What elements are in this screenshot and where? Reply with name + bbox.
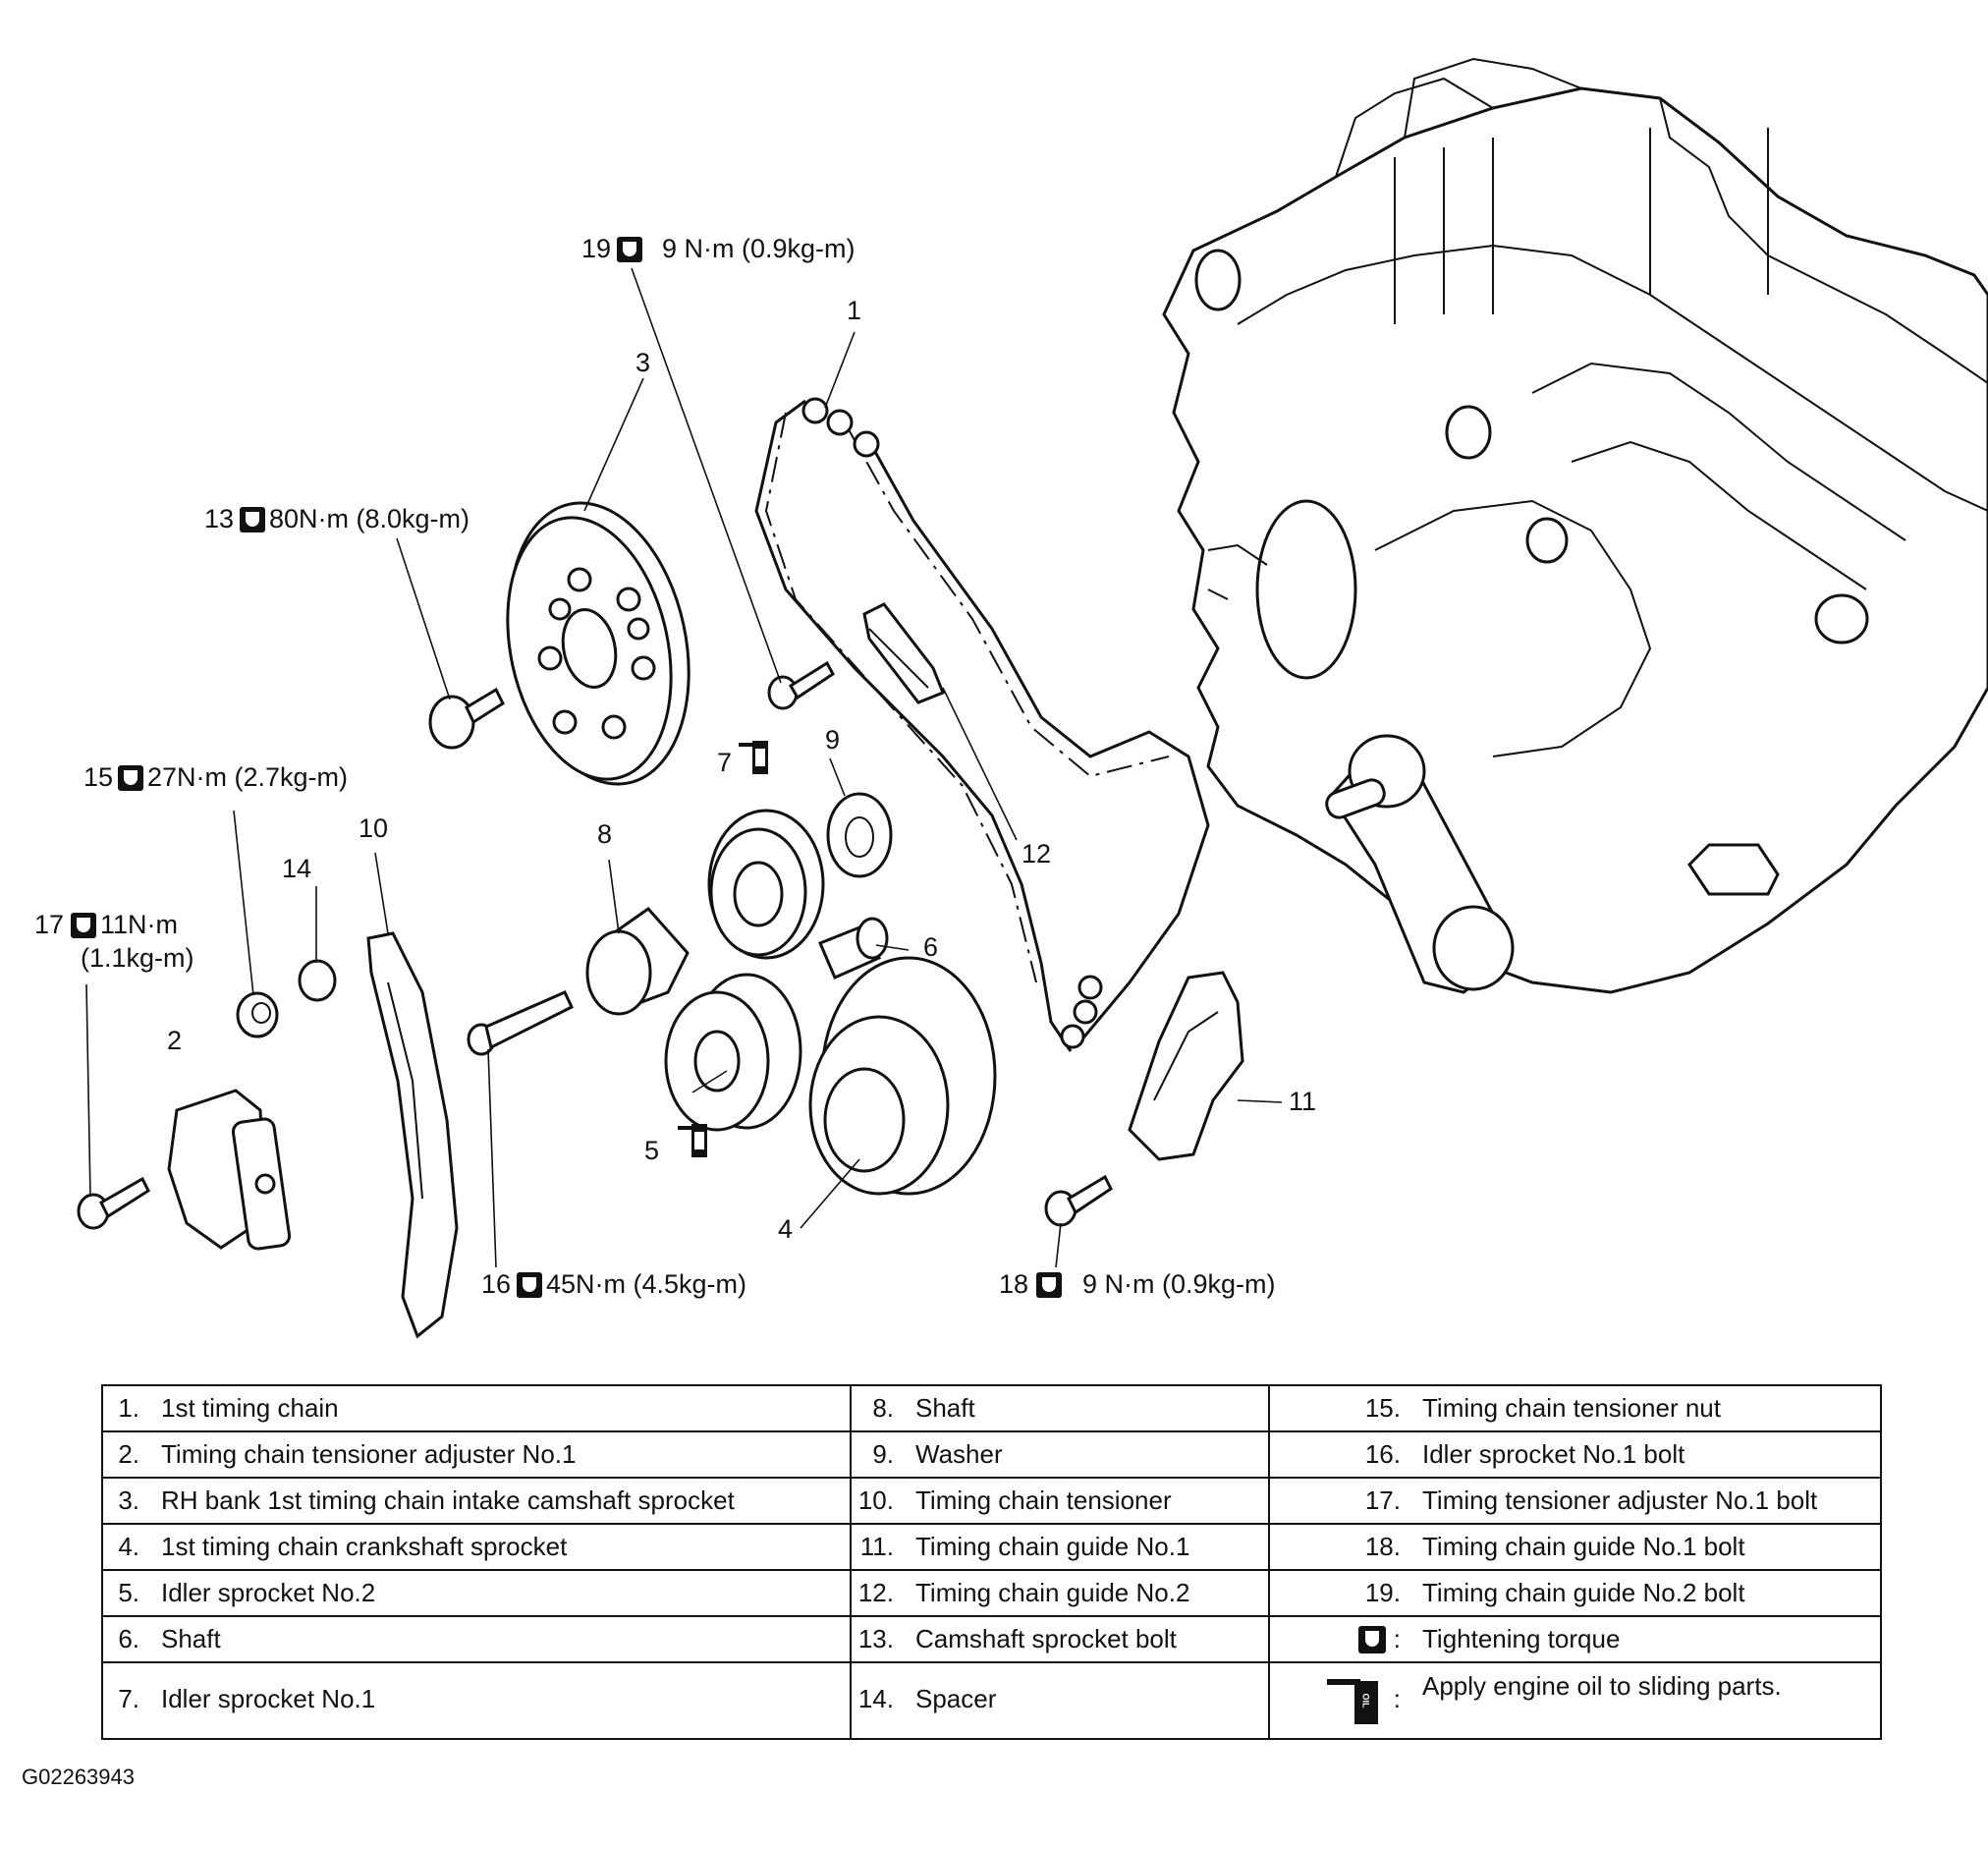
- svg-text:16: 16: [481, 1269, 511, 1299]
- legend-row: 18.Timing chain guide No.1 bolt: [1270, 1525, 1880, 1571]
- svg-text:18: 18: [999, 1269, 1028, 1299]
- legend-row: 16.Idler sprocket No.1 bolt: [1270, 1432, 1880, 1479]
- camshaft-sprocket: [506, 501, 690, 786]
- svg-text:45N·m (4.5kg-m): 45N·m (4.5kg-m): [546, 1269, 746, 1299]
- legend-row: 3.RH bank 1st timing chain intake camsha…: [103, 1479, 850, 1525]
- shaft-8: [585, 907, 690, 1016]
- figure-id: G02263943: [22, 1765, 135, 1789]
- torque-callout-19: 19 9 N·m (0.9kg-m): [581, 234, 856, 263]
- chain-guide-no1-bolt: [1044, 1174, 1113, 1227]
- callout-9: 9: [825, 725, 840, 755]
- callout-1: 1: [847, 296, 861, 325]
- torque-callout-17: 17 11N·m (1.1kg-m): [34, 910, 194, 973]
- legend-row: 4.1st timing chain crankshaft sprocket: [103, 1525, 850, 1571]
- camshaft-sprocket-bolt: [428, 687, 505, 750]
- legend-row: 9.Washer: [852, 1432, 1268, 1479]
- spacer: [298, 959, 337, 1002]
- idler-sprocket-bolt: [467, 990, 574, 1056]
- torque-icon: [517, 1272, 542, 1298]
- legend-row: 13.Camshaft sprocket bolt: [852, 1617, 1268, 1663]
- timing-chain-tensioner: [366, 931, 459, 1339]
- crankshaft-sprocket: [808, 956, 997, 1196]
- torque-icon: [1357, 1625, 1386, 1653]
- svg-text:27N·m (2.7kg-m): 27N·m (2.7kg-m): [147, 762, 348, 792]
- torque-callout-18: 18 9 N·m (0.9kg-m): [999, 1269, 1276, 1299]
- torque-callout-16: 16 45N·m (4.5kg-m): [481, 1269, 746, 1299]
- washer-9: [826, 792, 893, 878]
- legend-row-oil-symbol: : Apply engine oil to sliding parts.: [1270, 1663, 1880, 1734]
- torque-callout-15: 15 27N·m (2.7kg-m): [83, 762, 348, 792]
- chain-guide-no2: [862, 602, 945, 704]
- legend-column-3: 15.Timing chain tensioner nut 16.Idler s…: [1270, 1386, 1880, 1738]
- idler-sprocket-no1: [707, 809, 825, 960]
- svg-text:15: 15: [83, 762, 113, 792]
- oil-icon: [739, 741, 768, 774]
- oil-icon: [1326, 1671, 1386, 1726]
- callout-8: 8: [597, 819, 612, 849]
- leader-lines: [85, 267, 1283, 1268]
- tensioner-adjuster-bolt: [77, 1176, 150, 1230]
- idler-sprocket-no2: [664, 973, 802, 1132]
- legend-row: 17.Timing tensioner adjuster No.1 bolt: [1270, 1479, 1880, 1525]
- callout-14: 14: [282, 854, 311, 883]
- callout-11: 11: [1289, 1087, 1316, 1116]
- legend-row: 1.1st timing chain: [103, 1386, 850, 1432]
- chain-guide-no2-bolt: [767, 660, 835, 710]
- torque-icon: [240, 507, 265, 532]
- svg-text:9 N·m (0.9kg-m): 9 N·m (0.9kg-m): [1082, 1269, 1276, 1299]
- legend-row: 12.Timing chain guide No.2: [852, 1571, 1268, 1617]
- legend-column-2: 8.Shaft 9.Washer 10.Timing chain tension…: [852, 1386, 1270, 1738]
- svg-text:11N·m: 11N·m: [100, 910, 178, 939]
- shaft-6: [818, 917, 889, 980]
- legend-row: 11.Timing chain guide No.1: [852, 1525, 1268, 1571]
- timing-chain-1: [754, 397, 1210, 1052]
- legend-row: 5.Idler sprocket No.2: [103, 1571, 850, 1617]
- engine-block: [1162, 57, 1988, 994]
- torque-icon: [118, 765, 143, 791]
- svg-text:9 N·m (0.9kg-m): 9 N·m (0.9kg-m): [662, 234, 856, 263]
- torque-icon: [1036, 1272, 1062, 1298]
- legend-row: 14.Spacer: [857, 1683, 997, 1713]
- legend-column-1: 1.1st timing chain 2.Timing chain tensio…: [103, 1386, 852, 1738]
- timing-chain-exploded-diagram: 1 2 3 4 5 6 7 8 9 10 11 12 14 13 80N·m (…: [34, 57, 1988, 1339]
- legend-row: 19.Timing chain guide No.2 bolt: [1270, 1571, 1880, 1617]
- legend-row: 2.Timing chain tensioner adjuster No.1: [103, 1432, 850, 1479]
- svg-text:13: 13: [204, 504, 234, 533]
- torque-callout-13: 13 80N·m (8.0kg-m): [204, 504, 469, 533]
- callout-10: 10: [359, 813, 388, 843]
- legend-row: 10.Timing chain tensioner: [852, 1479, 1268, 1525]
- legend-row: 6.Shaft: [103, 1617, 850, 1663]
- callout-6: 6: [923, 932, 938, 962]
- callout-3: 3: [635, 348, 650, 377]
- parts-legend-table: 1.1st timing chain 2.Timing chain tensio…: [101, 1384, 1882, 1740]
- legend-row: 15.Timing chain tensioner nut: [1270, 1386, 1880, 1432]
- svg-text:80N·m (8.0kg-m): 80N·m (8.0kg-m): [269, 504, 469, 533]
- svg-text:(1.1kg-m): (1.1kg-m): [81, 943, 194, 973]
- legend-row-torque-symbol: : Tightening torque: [1270, 1617, 1880, 1663]
- torque-icon: [617, 237, 642, 262]
- callout-12: 12: [1022, 839, 1051, 868]
- chain-guide-no1: [1128, 971, 1244, 1161]
- callout-4: 4: [778, 1214, 793, 1244]
- legend-row: 8.Shaft: [852, 1386, 1268, 1432]
- callout-7: 7: [717, 748, 732, 777]
- tensioner-adjuster: [167, 1089, 292, 1251]
- svg-text:19: 19: [581, 234, 611, 263]
- oil-icon: [678, 1124, 707, 1157]
- callout-5: 5: [644, 1136, 659, 1165]
- torque-icon: [71, 913, 96, 938]
- callout-2: 2: [167, 1026, 182, 1055]
- tensioner-nut: [236, 991, 279, 1038]
- svg-text:17: 17: [34, 910, 64, 939]
- legend-row: 7.Idler sprocket No.1: [118, 1683, 376, 1713]
